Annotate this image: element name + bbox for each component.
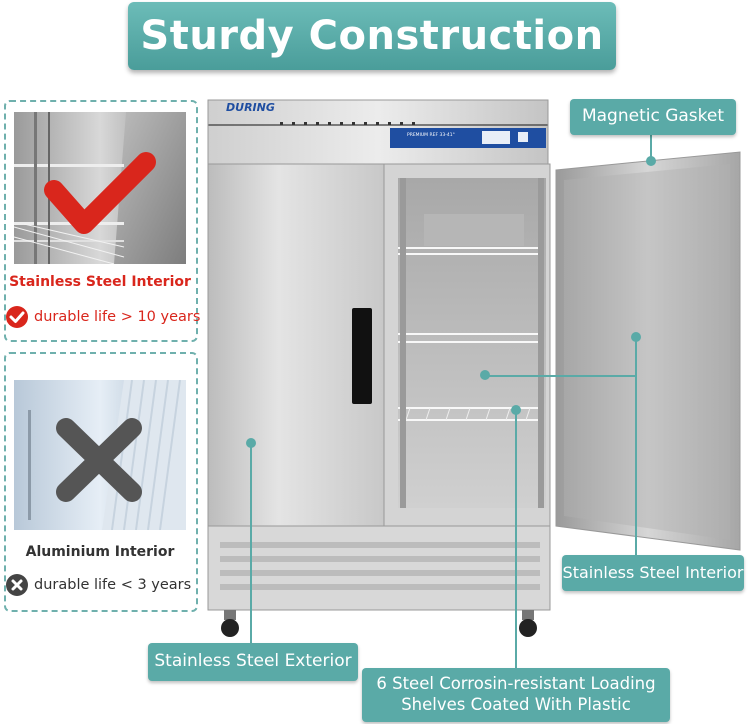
comparison-panel-good	[4, 100, 198, 342]
brand-logo: DURING	[226, 101, 275, 114]
shelves-label-line1: 6 Steel Corrosin-resistant Loading	[376, 674, 656, 694]
exterior-dot	[246, 438, 256, 448]
controller-label: PREMIUM REF 33-41°	[407, 133, 455, 138]
page-title: Sturdy Construction	[128, 2, 616, 70]
gasket-dot	[646, 156, 656, 166]
good-interior-label: Stainless Steel Interior	[9, 274, 191, 290]
bad-life-text: durable life < 3 years	[34, 577, 192, 593]
bad-interior-label: Aluminium Interior	[25, 544, 175, 560]
good-life-text: durable life > 10 years	[34, 309, 201, 325]
refrigerator-illustration	[200, 96, 750, 642]
interior-dot-a	[480, 370, 490, 380]
shelves-leader-line	[515, 410, 517, 670]
interior-dot-b	[631, 332, 641, 342]
x-circle-icon	[6, 574, 28, 596]
interior-leader-line-v	[635, 336, 637, 560]
gasket-leader-line	[650, 135, 652, 163]
interior-leader-line-h	[486, 375, 636, 377]
aluminium-interior-photo	[14, 379, 186, 531]
stainless-interior-photo	[13, 112, 186, 265]
interior-label: Stainless Steel Interior	[562, 555, 744, 591]
comparison-panel-bad	[4, 352, 198, 612]
shelves-label: 6 Steel Corrosin-resistant Loading Shelv…	[362, 668, 670, 722]
shelves-label-line2: Shelves Coated With Plastic	[401, 695, 631, 714]
exterior-leader-line	[250, 443, 252, 649]
shelves-dot	[511, 405, 521, 415]
exterior-label: Stainless Steel Exterior	[148, 643, 358, 681]
gasket-label: Magnetic Gasket	[570, 99, 736, 135]
check-icon	[6, 306, 28, 328]
